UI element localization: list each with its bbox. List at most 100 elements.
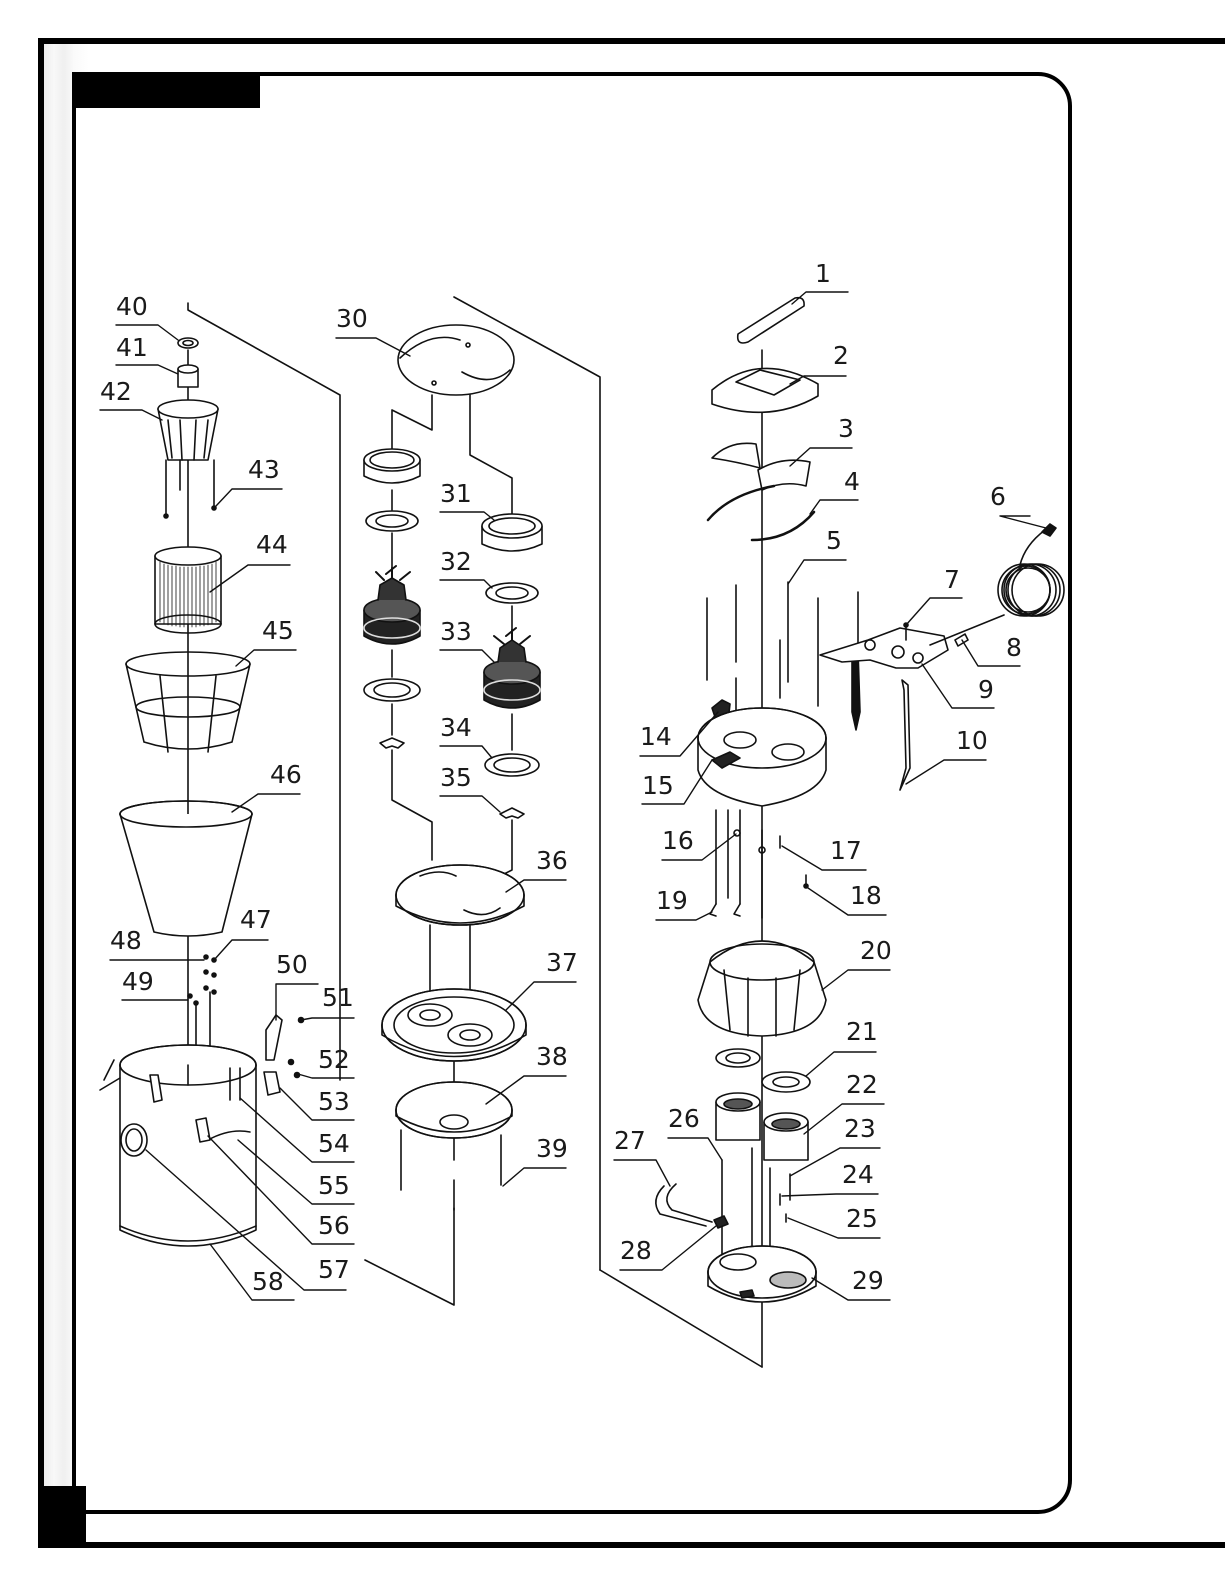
leader-line-51 <box>301 1018 354 1020</box>
part-plate <box>712 443 760 468</box>
part-screw <box>295 1073 300 1078</box>
part-screw <box>804 884 808 888</box>
callout-19: 19 <box>656 886 688 915</box>
callout-4: 4 <box>844 467 860 496</box>
part-cartridge-filter <box>155 547 221 565</box>
callout-51: 51 <box>322 983 354 1012</box>
leader-line-43 <box>216 489 282 506</box>
leader-line-31 <box>440 512 494 520</box>
guide-line <box>392 750 432 860</box>
callout-9: 9 <box>978 675 994 704</box>
part-nut <box>204 955 208 959</box>
callout-57: 57 <box>318 1255 350 1284</box>
callout-40: 40 <box>116 292 148 321</box>
part-latch <box>266 1015 282 1060</box>
leader-line-46 <box>232 794 300 812</box>
callout-50: 50 <box>276 950 308 979</box>
callout-29: 29 <box>852 1266 884 1295</box>
leader-line-6 <box>1000 516 1046 528</box>
part-spider <box>380 738 404 748</box>
leader-line-20 <box>822 970 890 990</box>
callout-56: 56 <box>318 1211 350 1240</box>
callout-43: 43 <box>248 455 280 484</box>
callout-7: 7 <box>944 565 960 594</box>
part-screw <box>289 1060 294 1065</box>
leader-line-44 <box>210 565 290 592</box>
callout-2: 2 <box>833 341 849 370</box>
callout-31: 31 <box>440 479 472 508</box>
callout-52: 52 <box>318 1045 350 1074</box>
callout-14: 14 <box>640 722 672 751</box>
part-wire <box>656 1186 706 1226</box>
guide-line <box>365 1208 454 1305</box>
callout-21: 21 <box>846 1017 878 1046</box>
part-base <box>770 1272 806 1288</box>
callout-24: 24 <box>842 1160 874 1189</box>
callout-45: 45 <box>262 616 294 645</box>
leader-line-33 <box>440 650 494 662</box>
callout-32: 32 <box>440 547 472 576</box>
part-base <box>740 1290 754 1298</box>
leader-line-45 <box>236 650 296 666</box>
callout-44: 44 <box>256 530 288 559</box>
part-cord-bracket <box>820 628 948 668</box>
callout-33: 33 <box>440 617 472 646</box>
callout-1: 1 <box>815 259 831 288</box>
callout-5: 5 <box>826 526 842 555</box>
part-top-cover <box>712 368 818 412</box>
callout-58: 58 <box>252 1267 284 1296</box>
part-shroud <box>698 941 826 1036</box>
part-screw <box>212 506 216 510</box>
callout-6: 6 <box>990 482 1006 511</box>
callout-8: 8 <box>1006 633 1022 662</box>
part-hook <box>734 904 740 916</box>
callout-34: 34 <box>440 713 472 742</box>
callout-27: 27 <box>614 1126 646 1155</box>
leader-line-37 <box>506 982 576 1010</box>
callout-26: 26 <box>668 1104 700 1133</box>
part-screw <box>164 514 168 518</box>
leader-line-47 <box>214 940 268 960</box>
callout-47: 47 <box>240 905 272 934</box>
callout-49: 49 <box>122 967 154 996</box>
callout-48: 48 <box>110 926 142 955</box>
part-motor-cover <box>698 738 826 806</box>
part-latch <box>264 1072 280 1095</box>
part-motor <box>378 578 406 600</box>
part-nut <box>204 970 208 974</box>
part-nut <box>188 994 192 998</box>
leader-line-5 <box>788 560 846 584</box>
callout-55: 55 <box>318 1171 350 1200</box>
part-clip <box>900 680 910 790</box>
leader-line-41 <box>116 365 178 374</box>
left-assembly <box>100 303 340 1246</box>
callout-15: 15 <box>642 771 674 800</box>
guide-line <box>392 395 432 450</box>
callout-10: 10 <box>956 726 988 755</box>
part-inlet-tube <box>772 1119 800 1129</box>
leader-line-34 <box>440 746 492 758</box>
part-spring-clip <box>708 486 774 520</box>
callout-54: 54 <box>318 1129 350 1158</box>
callout-39: 39 <box>536 1134 568 1163</box>
part-ring <box>178 338 198 348</box>
leader-line-24 <box>782 1194 878 1196</box>
leader-line-35 <box>440 796 500 812</box>
part-handle-grip <box>738 298 804 343</box>
leader-line-27 <box>614 1160 670 1186</box>
part-plate <box>758 460 810 490</box>
leader-line-7 <box>906 598 962 625</box>
callout-23: 23 <box>844 1114 876 1143</box>
part-gasket <box>486 583 538 603</box>
part-wire <box>667 1184 712 1222</box>
callout-36: 36 <box>536 846 568 875</box>
callout-20: 20 <box>860 936 892 965</box>
part-nut <box>212 990 216 994</box>
callout-46: 46 <box>270 760 302 789</box>
part-gasket <box>716 1049 760 1067</box>
leader-line-52 <box>298 1074 354 1078</box>
callout-17: 17 <box>830 836 862 865</box>
part-hook <box>710 904 716 916</box>
callout-18: 18 <box>850 881 882 910</box>
